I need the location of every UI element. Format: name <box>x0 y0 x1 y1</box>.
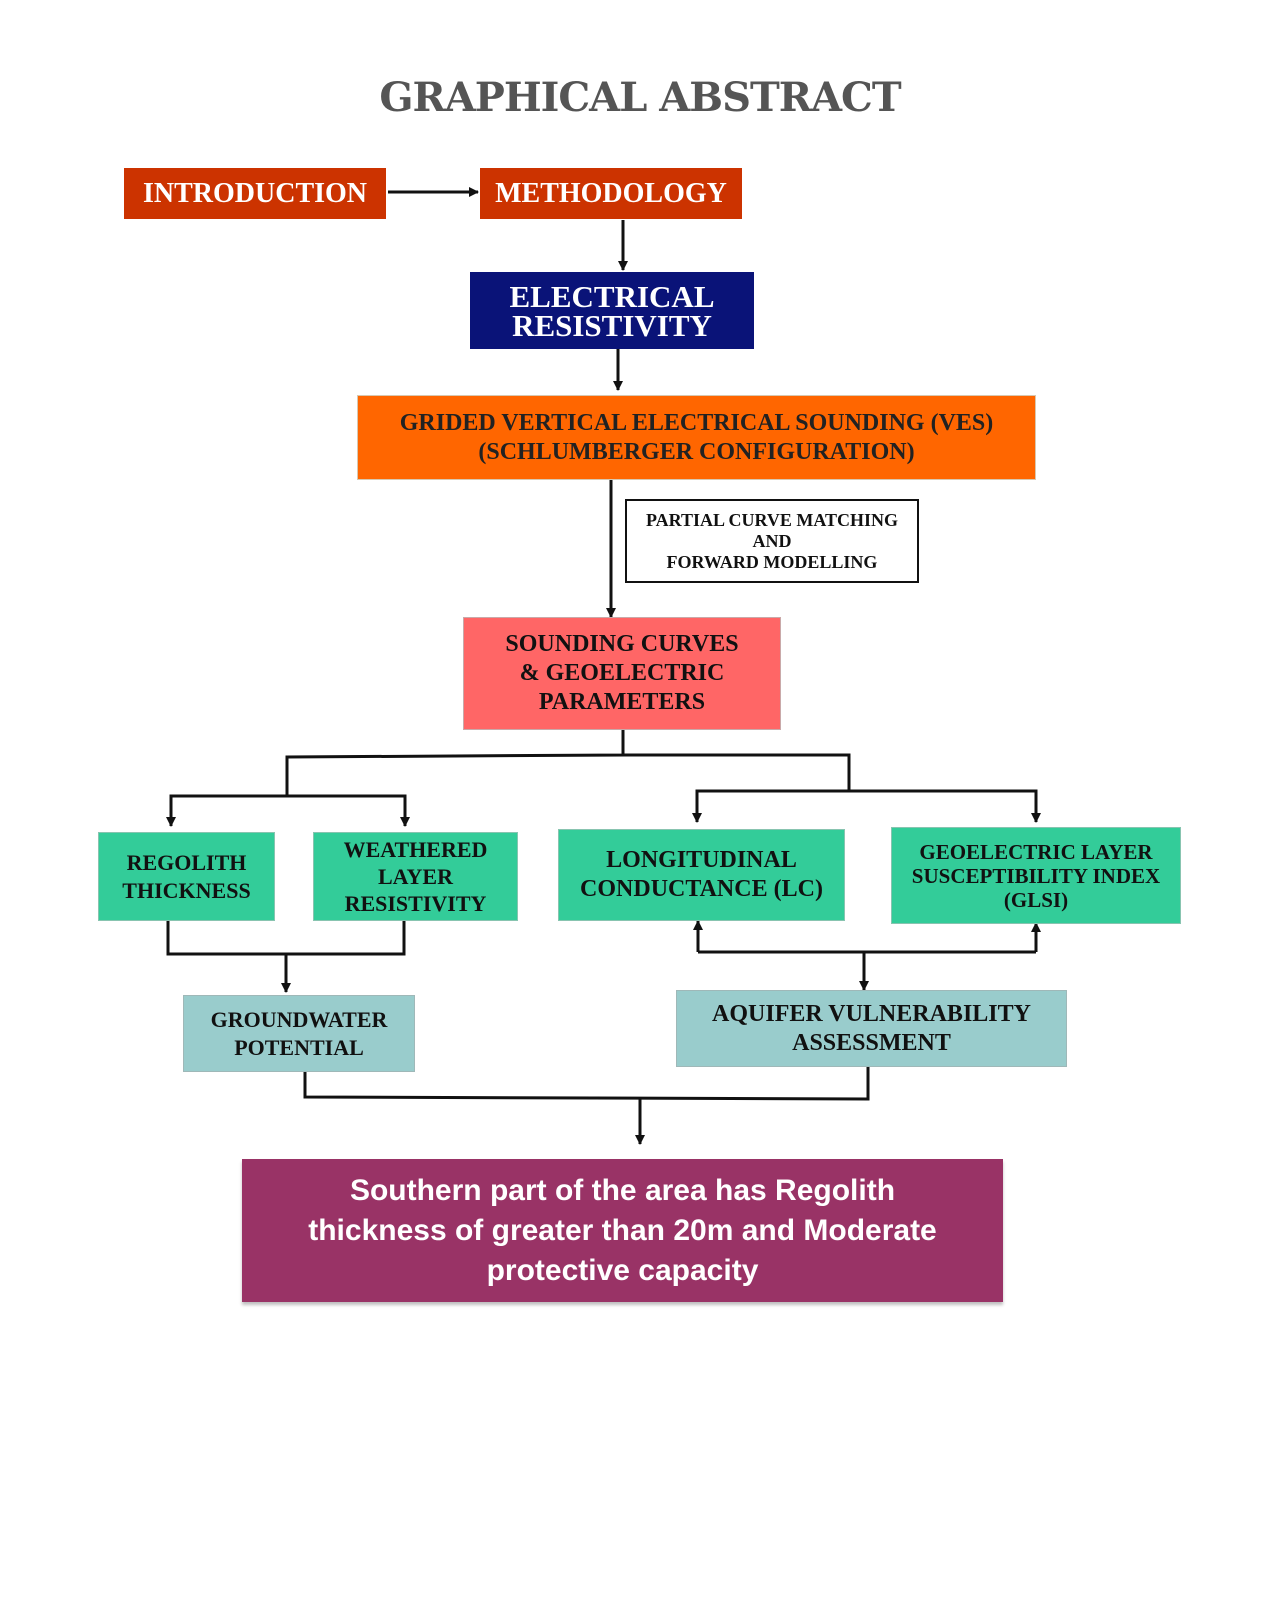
methodology-box: METHODOLOGY <box>480 168 742 219</box>
result-box: Southern part of the area has Regolith t… <box>242 1159 1003 1302</box>
aquifer-vulnerability-box: AQUIFER VULNERABILITY ASSESSMENT <box>676 990 1067 1067</box>
connector-sounding-curves-split <box>285 729 625 796</box>
groundwater-potential-box: GROUNDWATER POTENTIAL <box>183 995 415 1072</box>
regolith-thickness-box: REGOLITH THICKNESS <box>98 832 275 921</box>
connector-regolith-weathered-join <box>166 921 406 956</box>
connector-sounding-curves-split-right <box>623 753 851 791</box>
connector-to-longitudinal-conductance <box>692 789 849 823</box>
weathered-layer-resistivity-box: WEATHERED LAYER RESISTIVITY <box>313 832 518 921</box>
connector-to-regolith-thickness <box>166 794 287 827</box>
connector-to-weathered-layer <box>287 794 410 827</box>
connector-outcomes-join <box>303 1067 870 1101</box>
ves-box: GRIDED VERTICAL ELECTRICAL SOUNDING (VES… <box>357 395 1036 480</box>
electrical-resistivity-box: ELECTRICAL RESISTIVITY <box>470 272 754 349</box>
introduction-box: INTRODUCTION <box>124 168 386 219</box>
glsi-box: GEOELECTRIC LAYER SUSCEPTIBILITY INDEX (… <box>891 827 1181 924</box>
longitudinal-conductance-box: LONGITUDINAL CONDUCTANCE (LC) <box>558 829 845 921</box>
sounding-curves-box: SOUNDING CURVES & GEOELECTRIC PARAMETERS <box>463 617 781 730</box>
connector-to-glsi <box>849 789 1041 823</box>
page-title: GRAPHICAL ABSTRACT <box>379 74 901 121</box>
curve-matching-box: PARTIAL CURVE MATCHING AND FORWARD MODEL… <box>625 499 919 583</box>
